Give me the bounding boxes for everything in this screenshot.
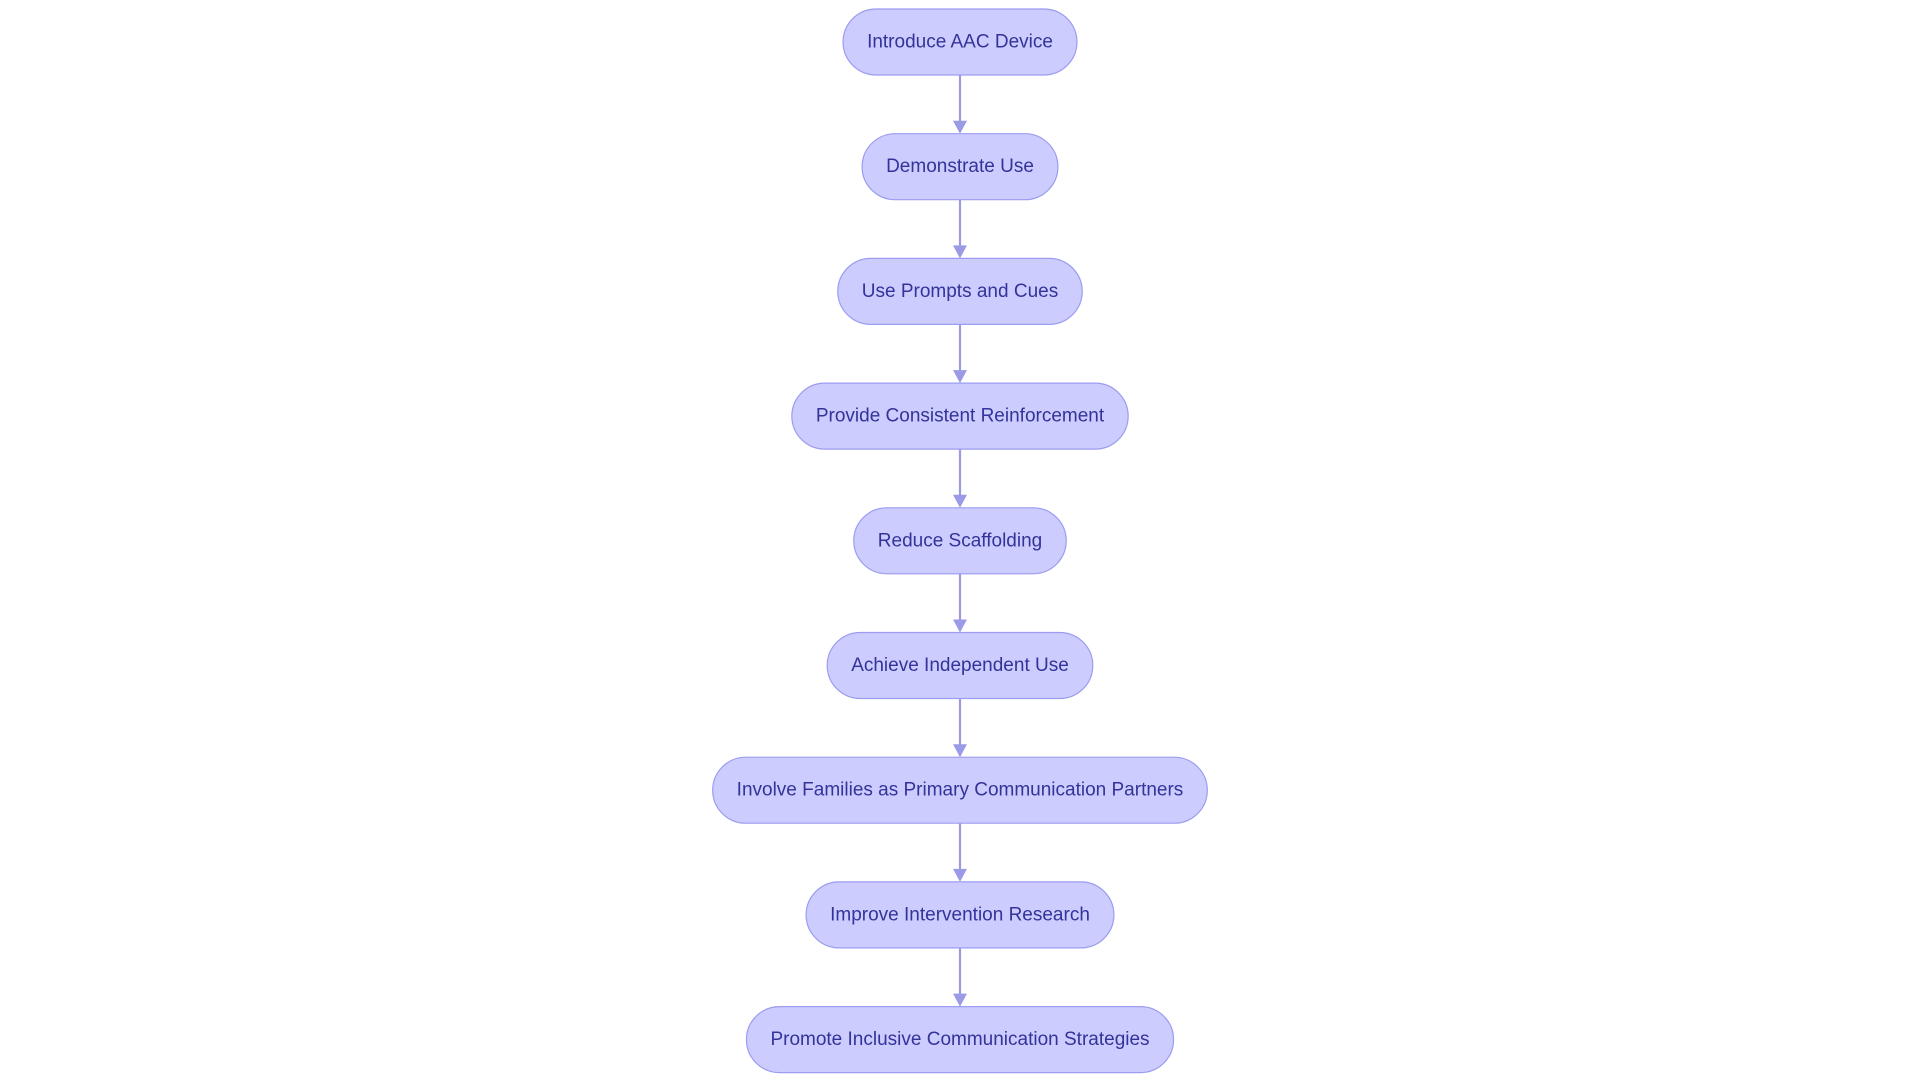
node-shape	[805, 881, 1115, 949]
arrowhead-icon	[953, 494, 967, 508]
node-promote-inclusive-strategies: Promote Inclusive Communication Strategi…	[745, 1005, 1175, 1074]
arrowhead-icon	[953, 619, 967, 633]
node-label: Improve Intervention Research	[830, 904, 1090, 925]
edges-layer	[953, 75, 967, 1007]
node-label: Demonstrate Use	[886, 156, 1034, 177]
node-label: Introduce AAC Device	[867, 32, 1053, 53]
arrowhead-icon	[953, 245, 967, 259]
node-shape	[791, 382, 1129, 450]
edge-use-prompts-and-cues-to-provide-consistent-reinforcement	[953, 324, 967, 384]
arrowhead-icon	[953, 868, 967, 882]
node-label: Involve Families as Primary Communicatio…	[737, 780, 1184, 801]
node-introduce-aac-device: Introduce AAC Device	[842, 8, 1078, 76]
arrowhead-icon	[953, 120, 967, 134]
arrowhead-icon	[953, 370, 967, 384]
node-achieve-independent-use: Achieve Independent Use	[826, 631, 1094, 700]
node-provide-consistent-reinforcement: Provide Consistent Reinforcement	[791, 382, 1129, 450]
node-label: Reduce Scaffolding	[878, 530, 1042, 551]
edge-involve-families-to-improve-intervention-research	[953, 823, 967, 882]
node-involve-families: Involve Families as Primary Communicatio…	[712, 756, 1208, 824]
node-shape	[826, 631, 1094, 700]
node-shape	[861, 133, 1059, 201]
node-shape	[842, 8, 1078, 76]
node-label: Provide Consistent Reinforcement	[816, 406, 1105, 427]
edge-demonstrate-use-to-use-prompts-and-cues	[953, 199, 967, 259]
node-shape	[712, 756, 1208, 824]
node-demonstrate-use: Demonstrate Use	[861, 133, 1059, 201]
arrowhead-icon	[953, 993, 967, 1007]
node-shape	[745, 1005, 1175, 1074]
edge-achieve-independent-use-to-involve-families	[953, 698, 967, 758]
node-label: Achieve Independent Use	[851, 655, 1069, 676]
node-reduce-scaffolding: Reduce Scaffolding	[853, 507, 1067, 575]
edge-reduce-scaffolding-to-achieve-independent-use	[953, 573, 967, 633]
edge-provide-consistent-reinforcement-to-reduce-scaffolding	[953, 449, 967, 508]
node-shape	[853, 507, 1067, 575]
node-improve-intervention-research: Improve Intervention Research	[805, 881, 1115, 949]
node-label: Use Prompts and Cues	[862, 281, 1058, 302]
node-label: Promote Inclusive Communication Strategi…	[770, 1029, 1149, 1050]
node-use-prompts-and-cues: Use Prompts and Cues	[837, 257, 1083, 325]
edge-improve-intervention-research-to-promote-inclusive-strategies	[953, 947, 967, 1007]
node-shape	[837, 257, 1083, 325]
edge-introduce-aac-device-to-demonstrate-use	[953, 75, 967, 134]
arrowhead-icon	[953, 744, 967, 758]
